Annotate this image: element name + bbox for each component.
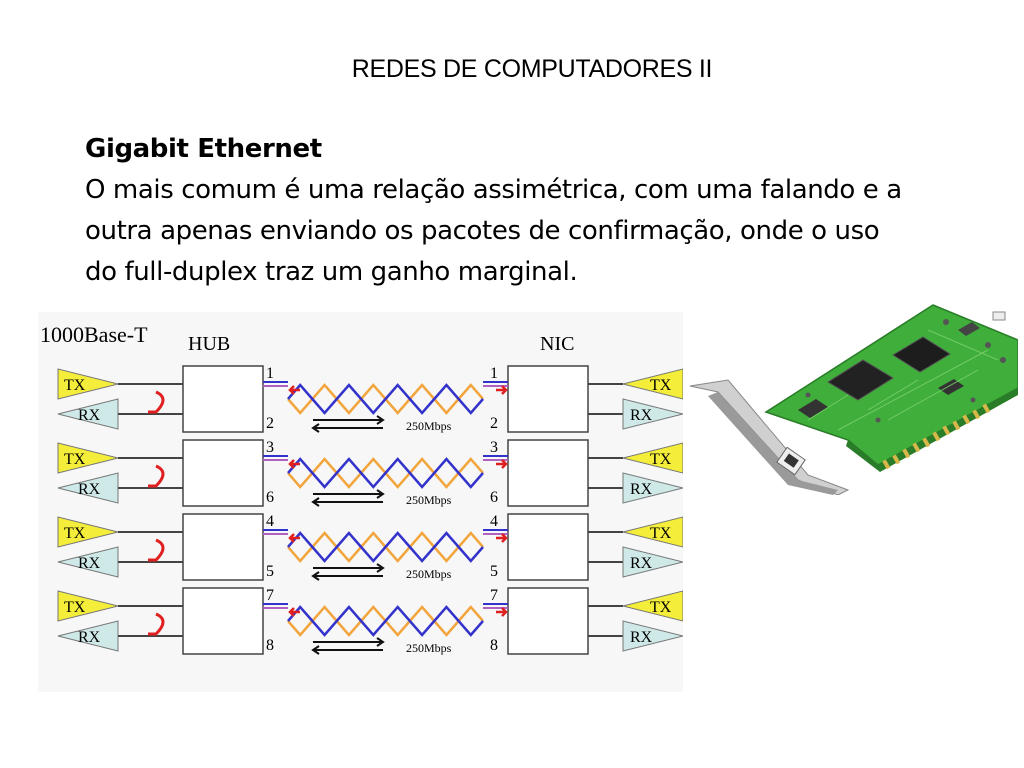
right-arrow-icon bbox=[313, 489, 385, 499]
paragraph-line-2: outra apenas enviando os pacotes de conf… bbox=[85, 216, 880, 246]
nic-box bbox=[507, 365, 589, 433]
pin-number: 5 bbox=[490, 563, 498, 580]
rx-left-label: RX bbox=[78, 629, 101, 646]
tx-left-icon bbox=[57, 368, 119, 400]
rx-right-icon bbox=[622, 546, 683, 578]
red-arrow-icon bbox=[288, 459, 300, 469]
tx-right-label: TX bbox=[650, 599, 672, 616]
right-arrow-icon bbox=[313, 637, 385, 647]
echo-arrow-icon bbox=[148, 612, 165, 636]
rate-label: 250Mbps bbox=[406, 493, 452, 507]
red-arrow-icon bbox=[288, 385, 300, 395]
tx-right-icon bbox=[622, 590, 683, 622]
tx-left-label: TX bbox=[64, 451, 86, 468]
pin-number: 3 bbox=[490, 439, 498, 456]
pin-number: 5 bbox=[266, 563, 274, 580]
echo-arrow-icon bbox=[148, 390, 165, 414]
red-arrow-icon bbox=[496, 459, 508, 469]
right-arrow-icon bbox=[313, 415, 385, 425]
rate-label: 250Mbps bbox=[406, 641, 452, 655]
rx-right-icon bbox=[622, 620, 683, 652]
red-arrow-icon bbox=[496, 533, 508, 543]
rx-right-label: RX bbox=[630, 481, 653, 498]
pin-number: 2 bbox=[266, 415, 274, 432]
pin-number: 6 bbox=[266, 489, 274, 506]
pin-number: 4 bbox=[490, 513, 498, 530]
tx-right-label: TX bbox=[650, 451, 672, 468]
rx-left-label: RX bbox=[78, 555, 101, 572]
card-bracket-icon bbox=[689, 379, 850, 495]
nic-label: NIC bbox=[540, 333, 574, 355]
echo-arrow-icon bbox=[148, 538, 165, 562]
circuit-board-icon bbox=[764, 304, 1018, 472]
rate-label: 250Mbps bbox=[406, 567, 452, 581]
tx-right-icon bbox=[622, 368, 683, 400]
red-arrow-icon bbox=[288, 533, 300, 543]
rx-right-label: RX bbox=[630, 629, 653, 646]
left-arrow-icon bbox=[311, 497, 383, 507]
rx-left-label: RX bbox=[78, 407, 101, 424]
network-card-image bbox=[689, 304, 1018, 495]
pin-number: 8 bbox=[490, 637, 498, 654]
twisted-wire-blue bbox=[287, 383, 484, 415]
nic-box bbox=[507, 513, 589, 581]
rx-right-label: RX bbox=[630, 555, 653, 572]
tx-left-label: TX bbox=[64, 525, 86, 542]
tx-left-label: TX bbox=[64, 377, 86, 394]
nic-box bbox=[507, 587, 589, 655]
rx-right-icon bbox=[622, 398, 683, 430]
hub-label: HUB bbox=[188, 333, 230, 355]
rate-label: 250Mbps bbox=[406, 419, 452, 433]
left-arrow-icon bbox=[311, 645, 383, 655]
echo-arrow-icon bbox=[148, 464, 165, 488]
tx-right-label: TX bbox=[650, 525, 672, 542]
red-arrow-icon bbox=[288, 607, 300, 617]
red-arrow-icon bbox=[496, 385, 508, 395]
hub-box bbox=[182, 513, 264, 581]
tx-right-icon bbox=[622, 442, 683, 474]
tx-left-icon bbox=[57, 516, 119, 548]
pin-number: 1 bbox=[266, 365, 274, 382]
tx-left-label: TX bbox=[64, 599, 86, 616]
pin-number: 6 bbox=[490, 489, 498, 506]
red-arrow-icon bbox=[496, 607, 508, 617]
diagram-title: 1000Base-T bbox=[40, 322, 148, 347]
left-arrow-icon bbox=[311, 571, 383, 581]
left-arrow-icon bbox=[311, 423, 383, 433]
right-arrow-icon bbox=[313, 563, 385, 573]
pin-number: 8 bbox=[266, 637, 274, 654]
pin-number: 7 bbox=[266, 587, 274, 604]
slide-title: REDES DE COMPUTADORES II bbox=[351, 55, 713, 83]
tx-left-icon bbox=[57, 442, 119, 474]
paragraph-line-3: do full-duplex traz um ganho marginal. bbox=[85, 257, 578, 287]
section-heading: Gigabit Ethernet bbox=[85, 134, 322, 164]
twisted-wire-blue bbox=[287, 531, 484, 563]
1000base-t-diagram: 1000Base-T HUB NIC TXRXTXRX1212250MbpsTX… bbox=[38, 312, 683, 692]
pin-number: 2 bbox=[490, 415, 498, 432]
nic-box bbox=[507, 439, 589, 507]
tx-right-label: TX bbox=[650, 377, 672, 394]
pin-number: 1 bbox=[490, 365, 498, 382]
rx-left-label: RX bbox=[78, 481, 101, 498]
paragraph-line-1: O mais comum é uma relação assimétrica, … bbox=[85, 175, 902, 205]
pin-number: 7 bbox=[490, 587, 498, 604]
hub-box bbox=[182, 439, 264, 507]
twisted-wire-blue bbox=[287, 605, 484, 637]
hub-box bbox=[182, 587, 264, 655]
slide-body: Gigabit Ethernet O mais comum é uma rela… bbox=[85, 129, 985, 293]
hub-box bbox=[182, 365, 264, 433]
rx-right-icon bbox=[622, 472, 683, 504]
tx-right-icon bbox=[622, 516, 683, 548]
pair-rows: TXRXTXRX1212250MbpsTXRXTXRX3636250MbpsTX… bbox=[57, 365, 683, 655]
rx-right-label: RX bbox=[630, 407, 653, 424]
pin-number: 4 bbox=[266, 513, 274, 530]
twisted-wire-blue bbox=[287, 457, 484, 489]
tx-left-icon bbox=[57, 590, 119, 622]
pin-number: 3 bbox=[266, 439, 274, 456]
